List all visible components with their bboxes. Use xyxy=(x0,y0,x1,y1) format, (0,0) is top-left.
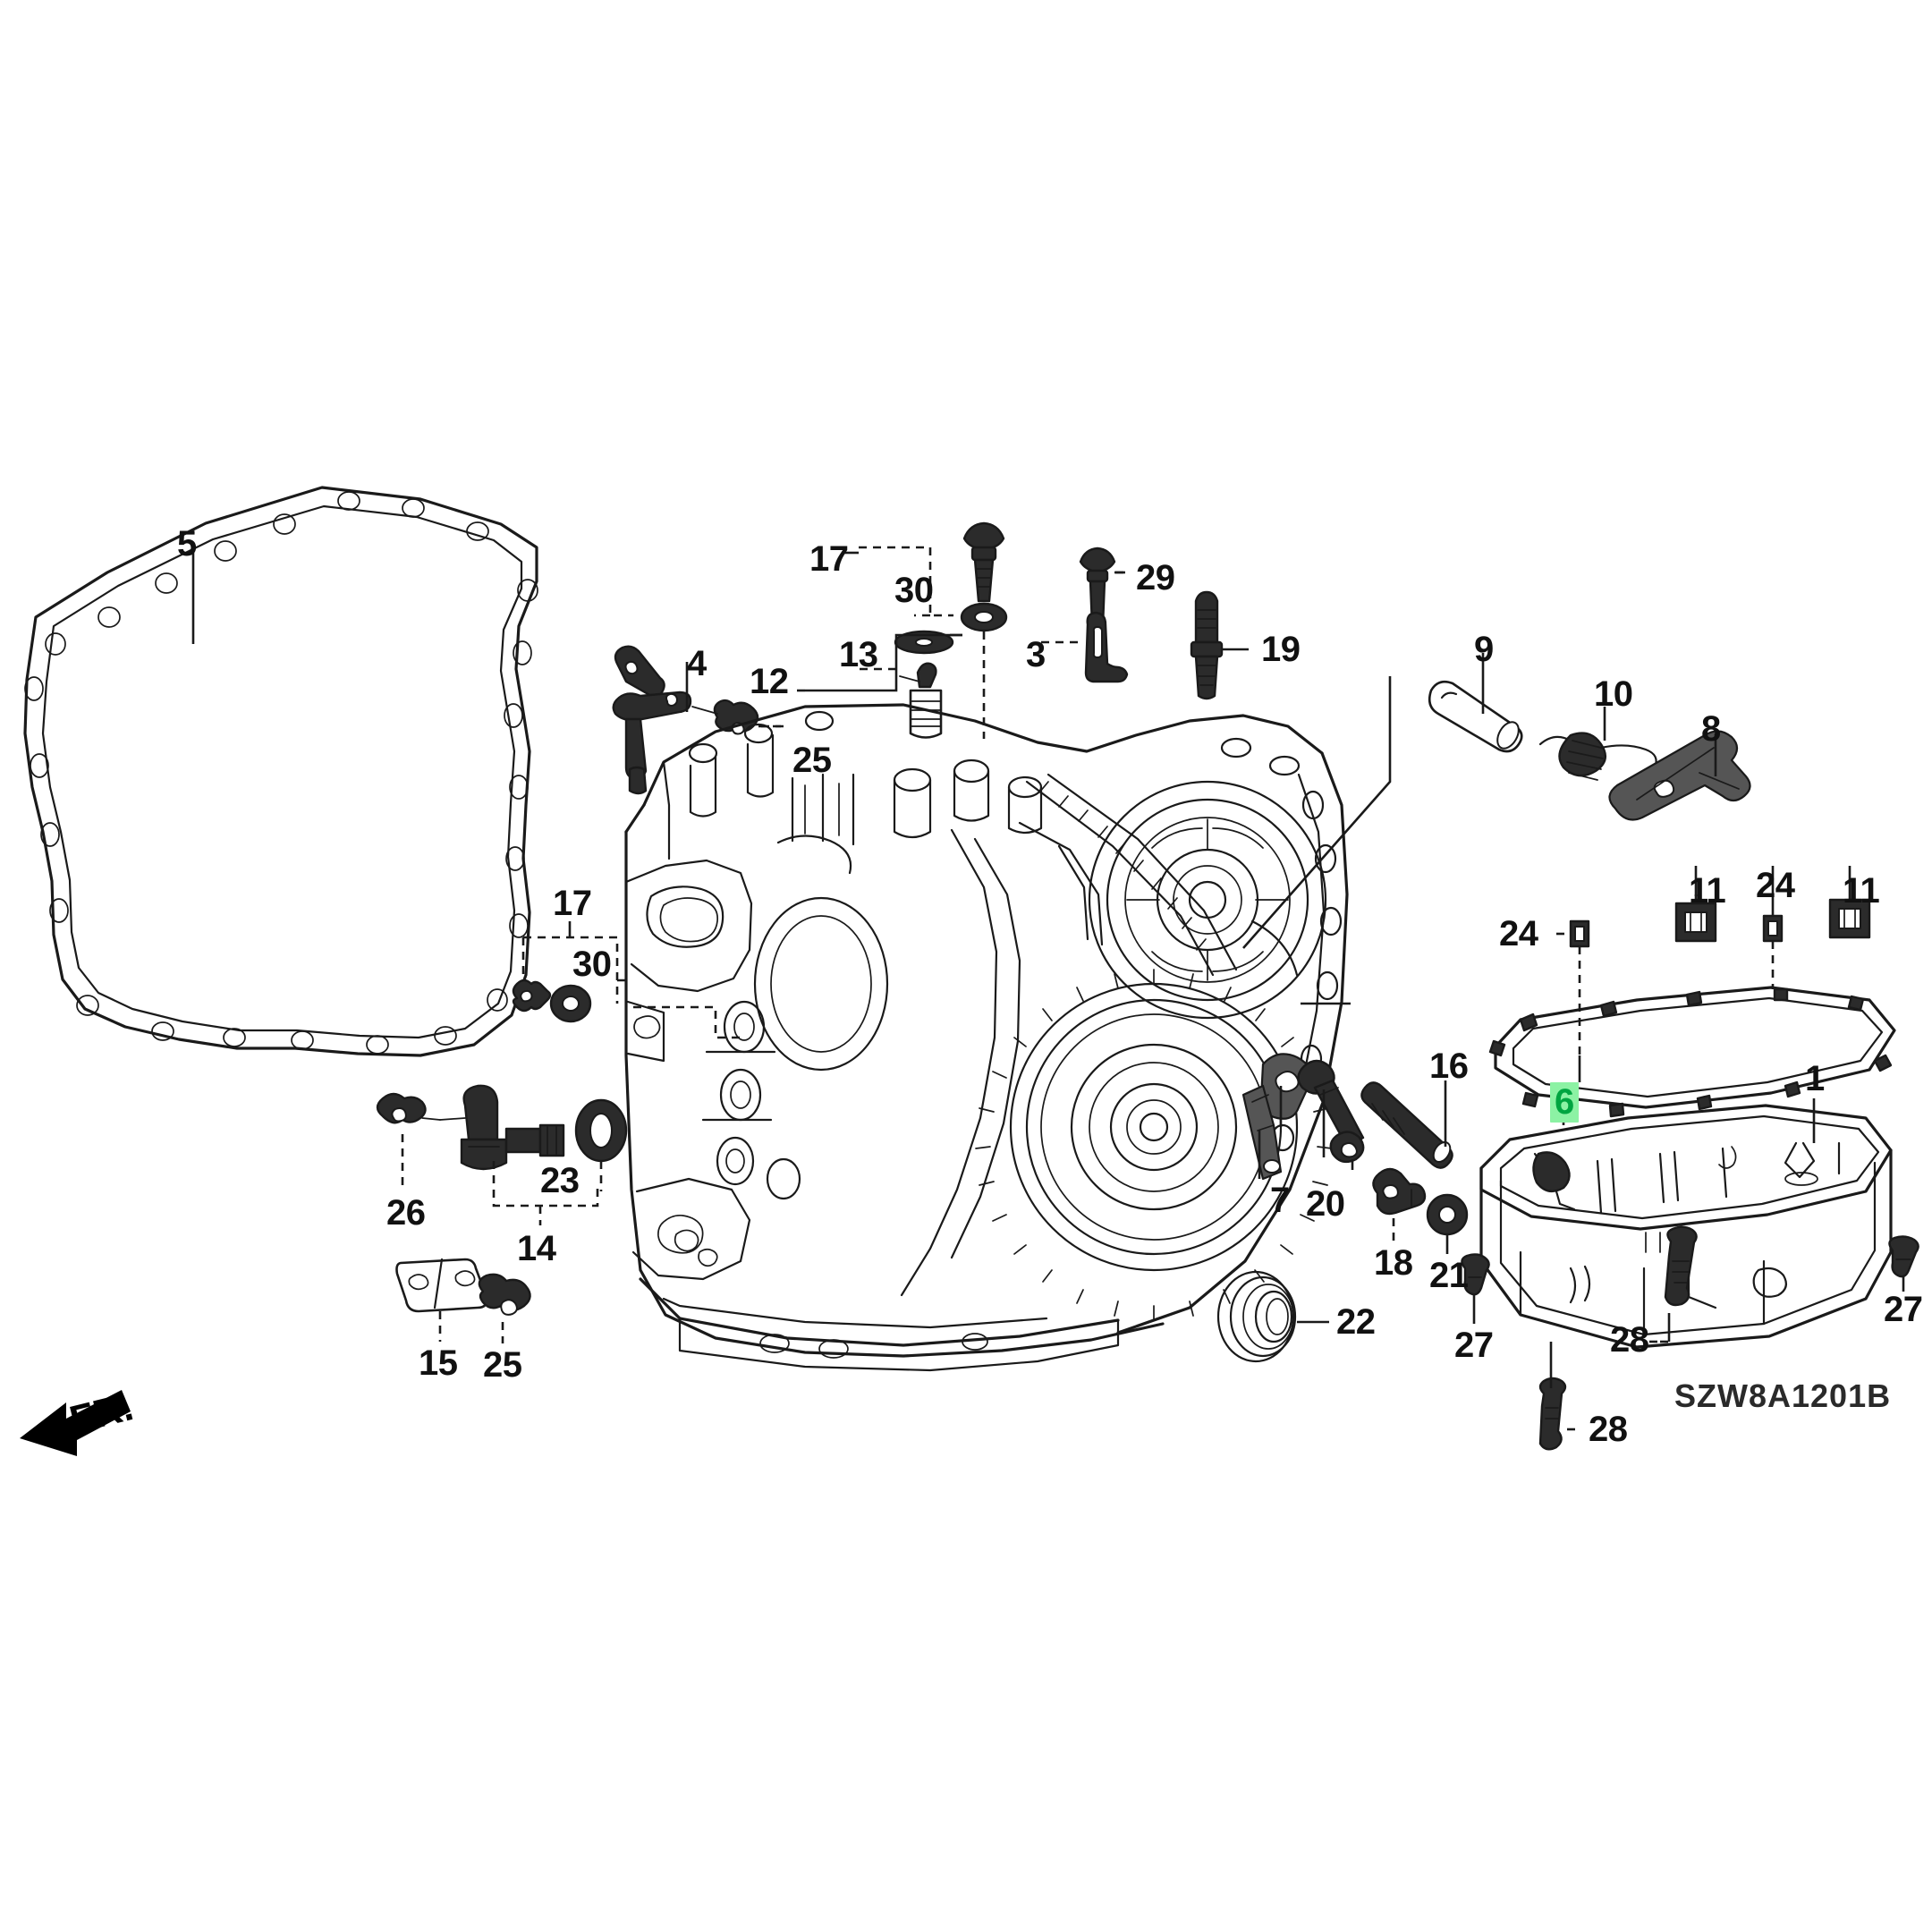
callout-24-left[interactable]: 24 xyxy=(1499,914,1538,953)
pan-bolt-27-left xyxy=(1461,1253,1490,1324)
callout-6-highlighted[interactable]: 6 xyxy=(1550,1082,1579,1123)
callout-16[interactable]: 16 xyxy=(1429,1046,1469,1086)
callout-28-bottom[interactable]: 28 xyxy=(1589,1410,1628,1449)
callout-11-left[interactable]: 11 xyxy=(1689,871,1726,911)
callout-22[interactable]: 22 xyxy=(1336,1302,1376,1342)
callout-9[interactable]: 9 xyxy=(1474,630,1494,669)
control-shaft-bracket-7 xyxy=(1241,1053,1312,1181)
oil-strainer-12 xyxy=(792,630,962,739)
callout-25-upper[interactable]: 25 xyxy=(792,741,832,780)
callout-17-upper[interactable]: 17 xyxy=(809,539,849,579)
magnets-and-pins xyxy=(1556,866,1871,1055)
callout-23[interactable]: 23 xyxy=(540,1161,580,1200)
drain-plug-washer-21 xyxy=(1426,1193,1469,1254)
callout-21[interactable]: 21 xyxy=(1429,1256,1469,1295)
oil-pan-gasket-6 xyxy=(1488,986,1896,1125)
breather-bracket-3 xyxy=(1041,611,1129,683)
bolt-washer-set-lower xyxy=(512,921,742,1039)
diagram-code-label: SZW8A1201B xyxy=(1674,1377,1892,1414)
gasket-tabs xyxy=(1488,987,1893,1118)
callout-30-lower[interactable]: 30 xyxy=(572,945,612,984)
flange-bolt-16 xyxy=(1360,1080,1453,1169)
pan-bolt-28-bottom xyxy=(1538,1342,1580,1451)
callout-12[interactable]: 12 xyxy=(750,662,789,701)
callout-18[interactable]: 18 xyxy=(1374,1243,1413,1283)
pan-bolt-28-center xyxy=(1649,1225,1698,1343)
ring-gear-teeth xyxy=(975,969,1333,1321)
callout-11-right[interactable]: 11 xyxy=(1843,871,1880,911)
oil-pan-1 xyxy=(1479,1098,1893,1349)
speed-sensor-14 xyxy=(376,1084,628,1225)
control-lever-20 xyxy=(1297,1059,1365,1170)
callout-26[interactable]: 26 xyxy=(386,1193,426,1233)
bolt-washer-set-upper xyxy=(844,521,1008,739)
callout-14[interactable]: 14 xyxy=(517,1229,556,1268)
stud-bolt-19 xyxy=(1190,590,1249,700)
callout-4[interactable]: 4 xyxy=(687,644,707,683)
callout-10[interactable]: 10 xyxy=(1594,674,1633,714)
callout-29[interactable]: 29 xyxy=(1136,558,1175,597)
callout-25-lower[interactable]: 25 xyxy=(483,1345,522,1385)
callout-15[interactable]: 15 xyxy=(419,1343,458,1383)
fr-direction-arrow xyxy=(20,1390,131,1456)
callout-28-center[interactable]: 28 xyxy=(1610,1320,1649,1360)
harness-bracket-15 xyxy=(395,1258,488,1342)
callout-20[interactable]: 20 xyxy=(1306,1184,1345,1224)
callout-19[interactable]: 19 xyxy=(1261,630,1301,669)
callout-27-left[interactable]: 27 xyxy=(1454,1326,1494,1365)
pan-bolt-27-right xyxy=(1888,1235,1919,1292)
flange-bolt-25-lower xyxy=(478,1273,531,1343)
drain-plug-18 xyxy=(1372,1167,1427,1241)
collar-dowel-pin-9 xyxy=(1428,653,1523,753)
callout-3[interactable]: 3 xyxy=(1026,635,1046,674)
callout-7[interactable]: 7 xyxy=(1270,1181,1290,1220)
oil-seal-22 xyxy=(1216,1270,1329,1363)
callout-13[interactable]: 13 xyxy=(839,635,878,674)
callout-5[interactable]: 5 xyxy=(177,524,197,564)
callout-30-upper[interactable]: 30 xyxy=(894,571,934,610)
callout-17-lower[interactable]: 17 xyxy=(553,884,592,923)
return-spring-10 xyxy=(1538,707,1657,781)
gasket-bolt-holes xyxy=(24,491,538,1055)
callout-8[interactable]: 8 xyxy=(1701,709,1721,749)
callout-27-right[interactable]: 27 xyxy=(1884,1290,1923,1329)
gasket-side-cover xyxy=(23,486,538,1057)
detent-arm-8 xyxy=(1608,730,1751,821)
callout-24-center[interactable]: 24 xyxy=(1756,866,1795,905)
callout-1[interactable]: 1 xyxy=(1805,1059,1825,1098)
